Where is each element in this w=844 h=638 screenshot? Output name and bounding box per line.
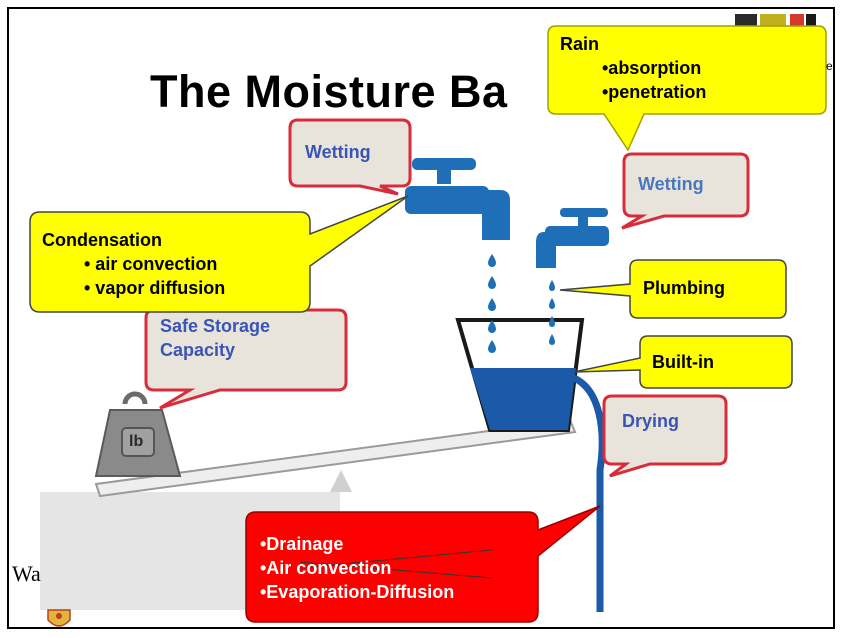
drying-callout [602,394,728,478]
plumbing-label: Plumbing [643,278,725,298]
wetting-left-label: Wetting [305,142,371,162]
rain-heading: Rain [560,34,600,54]
weight-icon [94,391,182,477]
built-in-callout [573,335,793,389]
condensation-item-air-convection: • air convection [84,254,218,274]
built-in-label: Built-in [652,352,714,372]
rain-callout [547,25,827,152]
overflow-stream [572,374,606,612]
drying-label: Drying [622,411,680,431]
bucket-icon [455,318,585,432]
rain-callout-text: Rain •absorption •penetration [560,32,706,104]
strike-line-2 [299,561,493,579]
water-drops [488,254,555,353]
condensation-item-vapor-diffusion: • vapor diffusion [84,278,226,298]
safe-storage-callout [144,308,348,410]
weight-label: lb [129,433,144,450]
small-faucet-icon [536,208,609,268]
wetting-right-callout [621,152,750,230]
drying-item-drainage: •Drainage [260,534,344,554]
university-logo-text: Wa [12,561,41,586]
seesaw-fulcrum [330,470,352,492]
seesaw-plank [94,418,577,498]
safe-storage-line2: Capacity [160,340,236,360]
university-logo [47,609,71,627]
safe-storage-text: Safe Storage Capacity [160,314,270,362]
large-faucet-icon [405,158,510,240]
drying-item-evaporation-diffusion: •Evaporation-Diffusion [260,582,455,602]
wetting-right-label: Wetting [638,174,704,194]
wetting-left-callout [288,118,412,196]
safe-storage-line1: Safe Storage [160,316,271,336]
drying-mechanisms-callout [245,505,601,623]
logo-fragment-text: e [826,59,833,73]
condensation-heading: Condensation [42,230,162,250]
rain-item-penetration: •penetration [602,82,707,102]
condensation-callout [29,195,409,313]
drying-item-air-convection: •Air convection [260,558,392,578]
condensation-callout-text: Condensation • air convection • vapor di… [42,228,225,300]
slide-title: The Moisture Ba [150,66,508,117]
plumbing-callout [559,259,787,319]
rain-item-absorption: •absorption [602,58,702,78]
drying-mechanisms-text: •Drainage •Air convection •Evaporation-D… [260,532,454,604]
